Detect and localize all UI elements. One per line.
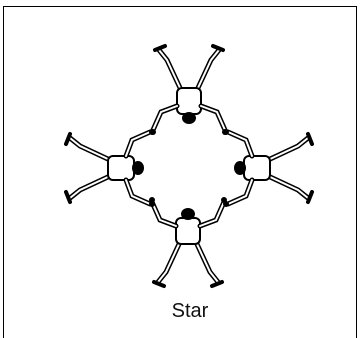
- skydiver-bottom: [149, 197, 227, 286]
- figure-caption: Star: [171, 300, 209, 322]
- figure-frame: [3, 6, 357, 338]
- skydiver-right: [223, 129, 312, 207]
- skydiver-left: [66, 129, 155, 207]
- skydiver-top: [150, 46, 228, 135]
